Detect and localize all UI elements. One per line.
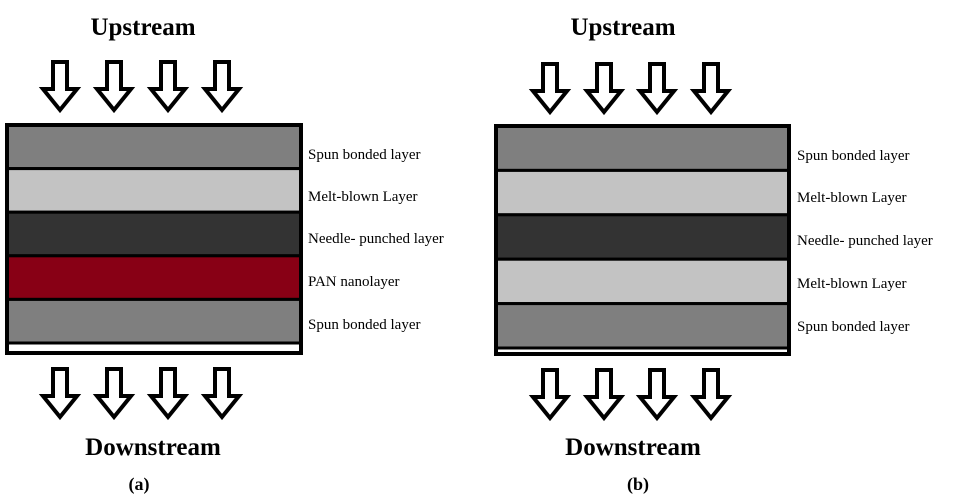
layer-fill xyxy=(5,297,303,345)
panel-a-upstream-label: Upstream xyxy=(90,14,195,41)
panel-a-caption: (a) xyxy=(129,474,150,495)
layer-fill xyxy=(494,124,791,172)
stack-border xyxy=(494,124,791,356)
layer-label: Melt-blown Layer xyxy=(797,190,907,206)
layer-fill xyxy=(494,213,791,261)
down-arrow-icon xyxy=(200,367,244,421)
layer-fill xyxy=(494,168,791,217)
layer-fill xyxy=(5,167,303,214)
panel-b-upstream-label: Upstream xyxy=(570,14,675,41)
layer-fill xyxy=(494,302,791,350)
down-arrow-icon xyxy=(582,368,626,422)
panel-a-layer-stack xyxy=(5,123,303,355)
down-arrow-icon xyxy=(528,368,572,422)
down-arrow-icon xyxy=(528,62,572,116)
down-arrow-icon xyxy=(38,60,82,114)
down-arrow-icon xyxy=(200,60,244,114)
panel-b-upstream-arrows xyxy=(528,62,733,116)
down-arrow-icon xyxy=(146,60,190,114)
panel-b-downstream-label: Downstream xyxy=(565,434,701,461)
layer-label: Melt-blown Layer xyxy=(308,189,418,205)
stack-border xyxy=(5,123,303,355)
layer-fill xyxy=(5,123,303,171)
down-arrow-icon xyxy=(92,60,136,114)
down-arrow-icon xyxy=(38,367,82,421)
panel-a-upstream-arrows xyxy=(38,60,244,114)
panel-a: Upstream Spun bonded layer Melt-blown La… xyxy=(5,14,444,495)
panel-b-layer-stack xyxy=(494,124,791,356)
layer-label: Spun bonded layer xyxy=(797,319,909,335)
layer-fill xyxy=(494,257,791,306)
down-arrow-icon xyxy=(582,62,626,116)
layer-fill xyxy=(5,210,303,258)
down-arrow-icon xyxy=(635,62,679,116)
layer-label: Needle- punched layer xyxy=(308,231,444,247)
panel-b-caption: (b) xyxy=(627,474,649,495)
layer-fill xyxy=(5,254,303,301)
layer-label: Spun bonded layer xyxy=(308,147,420,163)
panel-b-layer-labels: Spun bonded layer Melt-blown Layer Needl… xyxy=(797,148,933,335)
panel-a-downstream-label: Downstream xyxy=(85,434,221,461)
layer-label: PAN nanolayer xyxy=(308,274,400,290)
layer-label: Spun bonded layer xyxy=(308,317,420,333)
panel-b: Upstream Spun bonded layer Melt-blown La… xyxy=(494,14,933,495)
panel-b-downstream-arrows xyxy=(528,368,733,422)
down-arrow-icon xyxy=(635,368,679,422)
down-arrow-icon xyxy=(92,367,136,421)
panel-a-downstream-arrows xyxy=(38,367,244,421)
layer-label: Needle- punched layer xyxy=(797,233,933,249)
layer-label: Spun bonded layer xyxy=(797,148,909,164)
panel-a-layer-labels: Spun bonded layer Melt-blown Layer Needl… xyxy=(308,147,444,333)
down-arrow-icon xyxy=(689,368,733,422)
layer-label: Melt-blown Layer xyxy=(797,276,907,292)
down-arrow-icon xyxy=(146,367,190,421)
down-arrow-icon xyxy=(689,62,733,116)
